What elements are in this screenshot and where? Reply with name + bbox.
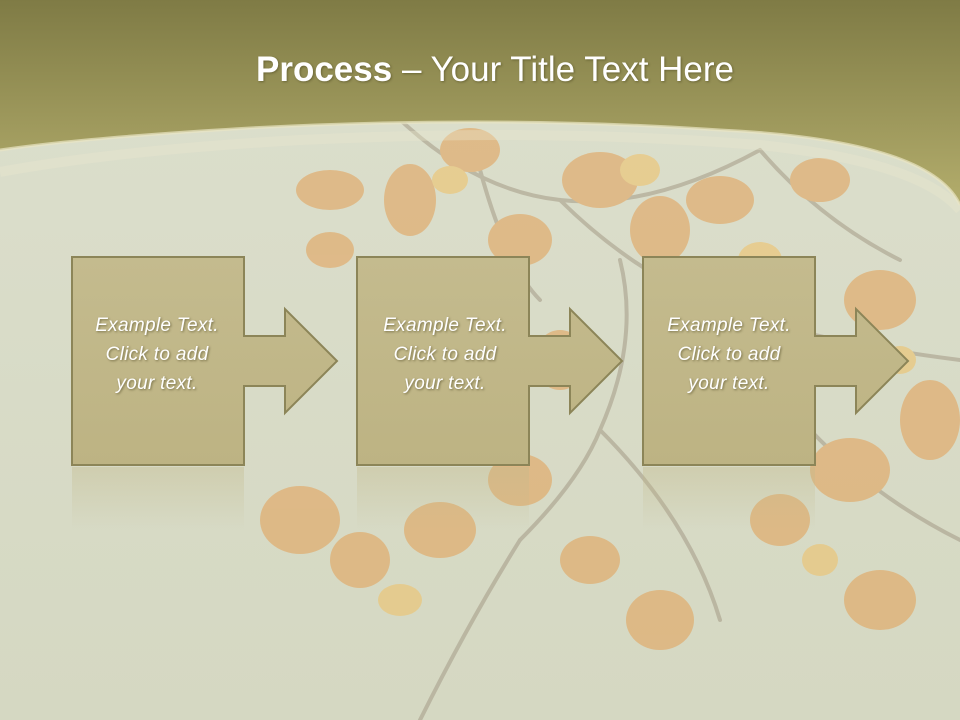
title-bold: Process — [256, 50, 393, 89]
title-rest: – Your Title Text Here — [392, 50, 734, 89]
process-step-2-shape — [356, 256, 624, 530]
process-step-2-text[interactable]: Example Text. Click to add your text. — [358, 311, 532, 398]
step-1-line-3: your text. — [116, 373, 198, 394]
process-step-1-shape — [71, 256, 339, 530]
step-3-line-3: your text. — [688, 373, 770, 394]
step-3-line-2: Click to add — [677, 344, 781, 365]
step-3-line-1: Example Text. — [667, 315, 791, 336]
step-1-line-1: Example Text. — [95, 315, 219, 336]
process-step-1-text[interactable]: Example Text. Click to add your text. — [70, 311, 244, 398]
slide-title[interactable]: Process – Your Title Text Here — [0, 50, 960, 90]
step-1-line-2: Click to add — [105, 344, 209, 365]
step-2-line-2: Click to add — [393, 344, 497, 365]
step-2-line-1: Example Text. — [383, 315, 507, 336]
process-step-3-shape — [642, 256, 910, 530]
step-2-line-3: your text. — [404, 373, 486, 394]
process-step-3-text[interactable]: Example Text. Click to add your text. — [642, 311, 816, 398]
header-band — [0, 0, 960, 205]
